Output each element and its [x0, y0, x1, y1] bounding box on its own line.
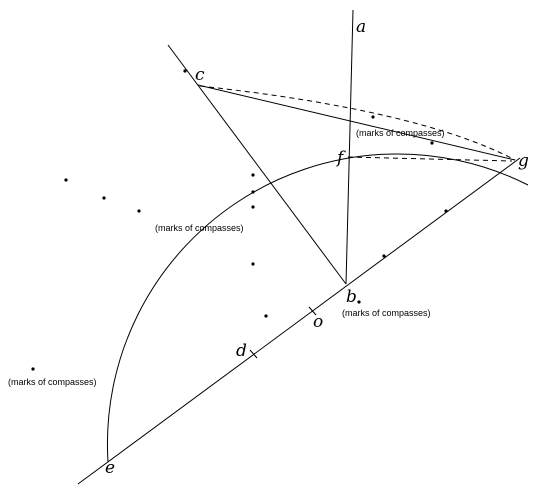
dot [264, 314, 268, 318]
dot [251, 173, 255, 177]
arc-ecg [106, 153, 529, 463]
dot [444, 209, 448, 213]
label-d: d [236, 341, 247, 361]
dot [251, 205, 255, 209]
label-e: e [105, 458, 115, 478]
line-e-g [77, 157, 521, 485]
dot [183, 69, 187, 73]
dashed-arc-c-g [199, 85, 516, 161]
tick-d [249, 349, 258, 359]
label-c: c [195, 65, 205, 85]
dot [371, 115, 375, 119]
label-f: f [335, 148, 346, 168]
dot [251, 262, 255, 266]
dot [251, 190, 255, 194]
label-a: a [356, 17, 366, 37]
line-through-c-b [167, 44, 347, 285]
note-compass-upper-right: (marks of compasses) [356, 128, 445, 138]
note-compass-center: (marks of compasses) [155, 223, 244, 233]
label-g: g [518, 151, 529, 171]
dot [64, 178, 68, 182]
line-c-g [197, 84, 516, 161]
dot [430, 141, 434, 145]
label-o: o [313, 312, 323, 332]
dot [357, 300, 361, 304]
dot [382, 254, 386, 258]
dashed-line-f-g [347, 156, 513, 162]
note-compass-lower-left: (marks of compasses) [8, 377, 97, 387]
dot [31, 367, 35, 371]
dot [102, 196, 106, 200]
compass-dots [31, 69, 448, 371]
label-b: b [346, 287, 357, 307]
tick-o [308, 306, 317, 316]
note-compass-near-b: (marks of compasses) [342, 308, 431, 318]
dot [137, 209, 141, 213]
line-b-a [345, 9, 354, 285]
